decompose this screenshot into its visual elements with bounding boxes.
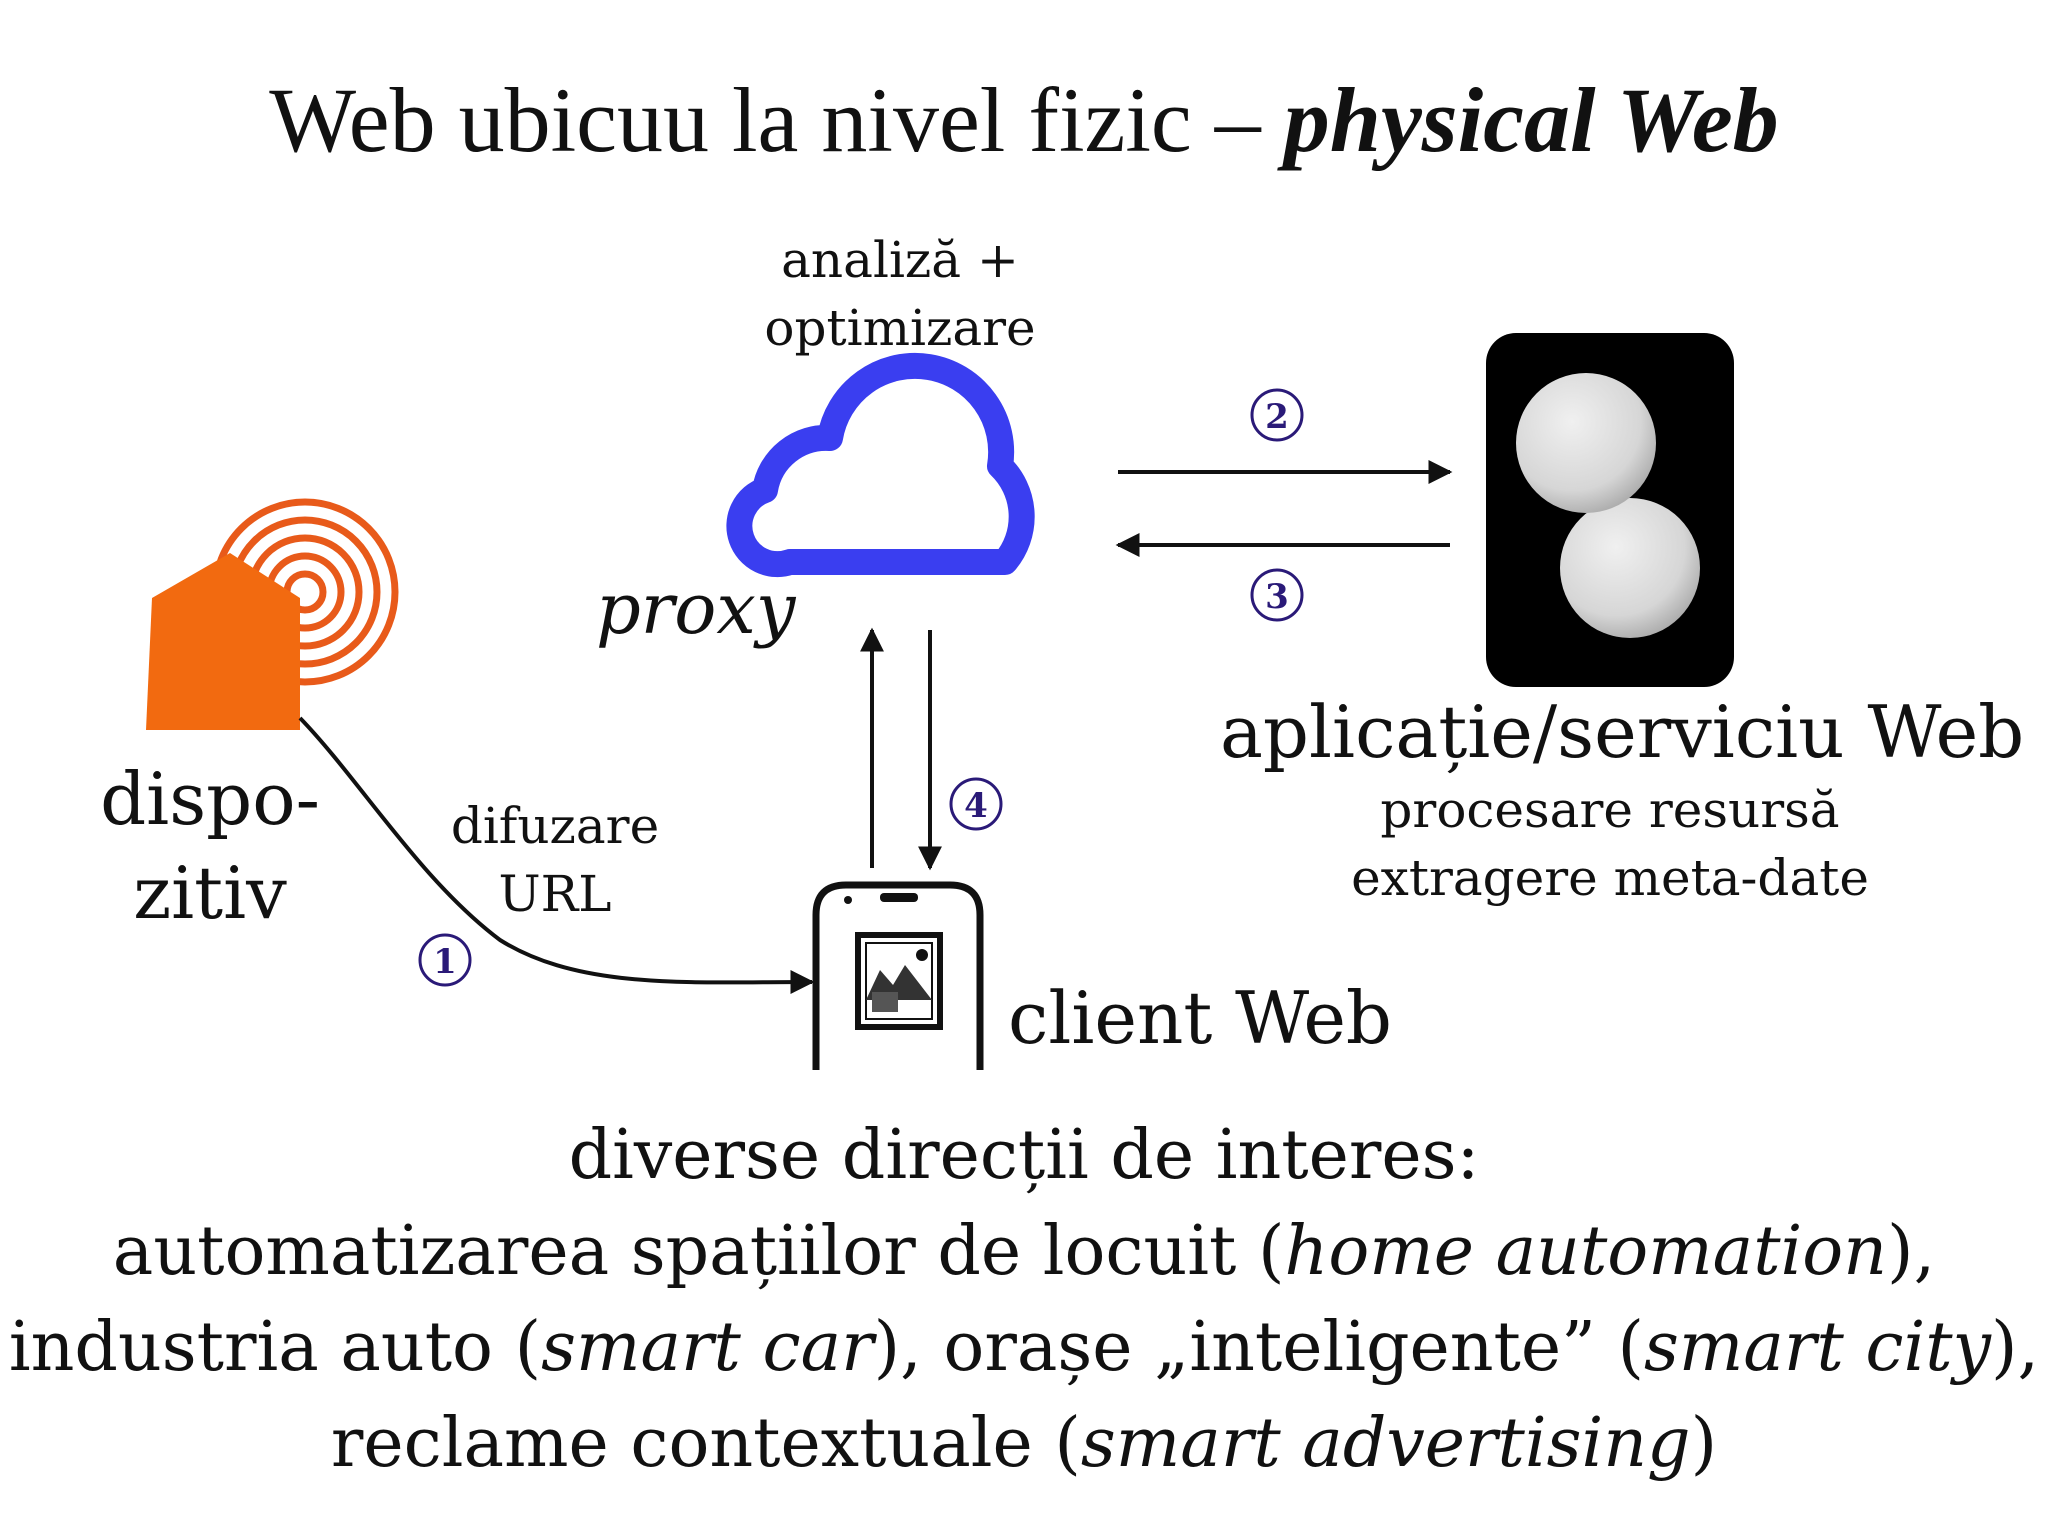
- title-emphasis: physical Web: [1283, 69, 1779, 171]
- picture-icon: [855, 932, 943, 1030]
- page-title: Web ubicuu la nivel fizic – physical Web: [0, 69, 2048, 171]
- text-segment: ): [1690, 1404, 1718, 1483]
- step-2-number: 2: [1265, 397, 1289, 437]
- proxy-label: proxy: [596, 568, 796, 650]
- beacon-icon: [146, 498, 399, 730]
- text-segment: automatizarea spațiilor de locuit (: [112, 1212, 1285, 1291]
- device-label-line1: dispo-: [100, 757, 320, 841]
- broadcast-note: difuzare URL: [440, 792, 670, 928]
- term-smart-city: smart city: [1644, 1308, 1991, 1387]
- interest-line-auto-city: industria auto (smart car), orașe „intel…: [0, 1300, 2048, 1396]
- interest-line-ads: reclame contextuale (smart advertising): [0, 1396, 2048, 1492]
- device-label: dispo- zitiv: [90, 752, 330, 940]
- app-sub-line1: procesare resursă: [1380, 781, 1840, 839]
- cloud-icon: [726, 352, 1035, 578]
- step-3-number: 3: [1265, 577, 1289, 617]
- proxy-note-line1: analiză +: [781, 231, 1019, 289]
- step-1-badge: 1: [418, 933, 472, 987]
- interest-line-home: automatizarea spațiilor de locuit (home …: [0, 1204, 2048, 1300]
- term-home-automation: home automation: [1284, 1212, 1888, 1291]
- phone-icon: [812, 881, 984, 1070]
- term-smart-advertising: smart advertising: [1080, 1404, 1691, 1483]
- client-label: client Web: [1008, 976, 1393, 1060]
- proxy-note: analiză + optimizare: [730, 226, 1070, 362]
- text-segment: industria auto (: [8, 1308, 542, 1387]
- proxy-note-line2: optimizare: [764, 299, 1036, 357]
- step-4-number: 4: [964, 786, 988, 826]
- step-1-number: 1: [433, 942, 457, 982]
- step-2-badge: 2: [1250, 388, 1304, 442]
- text-segment: ),: [1990, 1308, 2040, 1387]
- title-main: Web ubicuu la nivel fizic –: [269, 69, 1284, 171]
- broadcast-note-line2: URL: [498, 865, 612, 923]
- term-smart-car: smart car: [541, 1308, 874, 1387]
- web-app-icon: [1486, 333, 1734, 687]
- interest-heading: diverse direcții de interes:: [568, 1116, 1480, 1195]
- device-label-line2: zitiv: [133, 851, 287, 935]
- text-segment: ),: [1887, 1212, 1936, 1291]
- app-subtitle: procesare resursă extragere meta-date: [1340, 776, 1880, 912]
- step-3-badge: 3: [1250, 568, 1304, 622]
- app-sub-line2: extragere meta-date: [1351, 849, 1869, 907]
- text-segment: ), orașe „inteligente” (: [873, 1308, 1645, 1387]
- broadcast-arrow: [298, 716, 815, 995]
- text-segment: reclame contextuale (: [330, 1404, 1081, 1483]
- app-label: aplicație/serviciu Web: [1220, 690, 2025, 774]
- broadcast-note-line1: difuzare: [450, 797, 660, 855]
- step-4-badge: 4: [949, 777, 1003, 831]
- interest-directions: diverse direcții de interes: automatizar…: [0, 1108, 2048, 1492]
